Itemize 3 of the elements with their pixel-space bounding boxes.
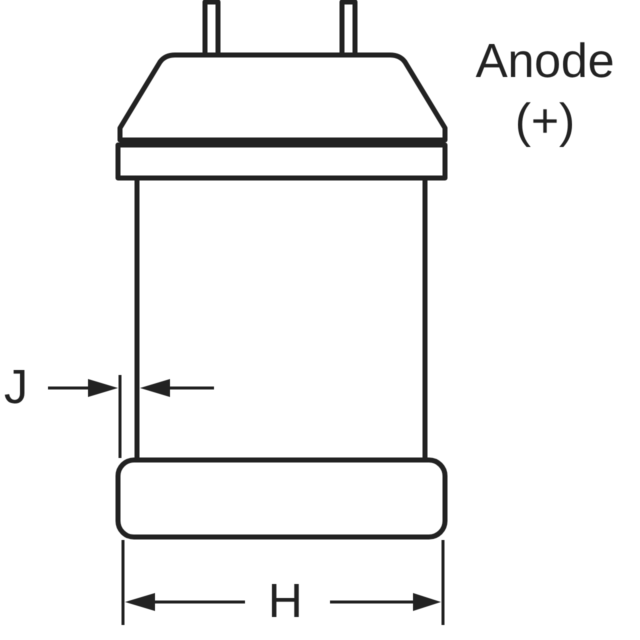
dimension-label: J <box>4 360 28 416</box>
dimension-label: H <box>268 574 303 630</box>
terminal-label: Anode (+) <box>474 34 616 150</box>
